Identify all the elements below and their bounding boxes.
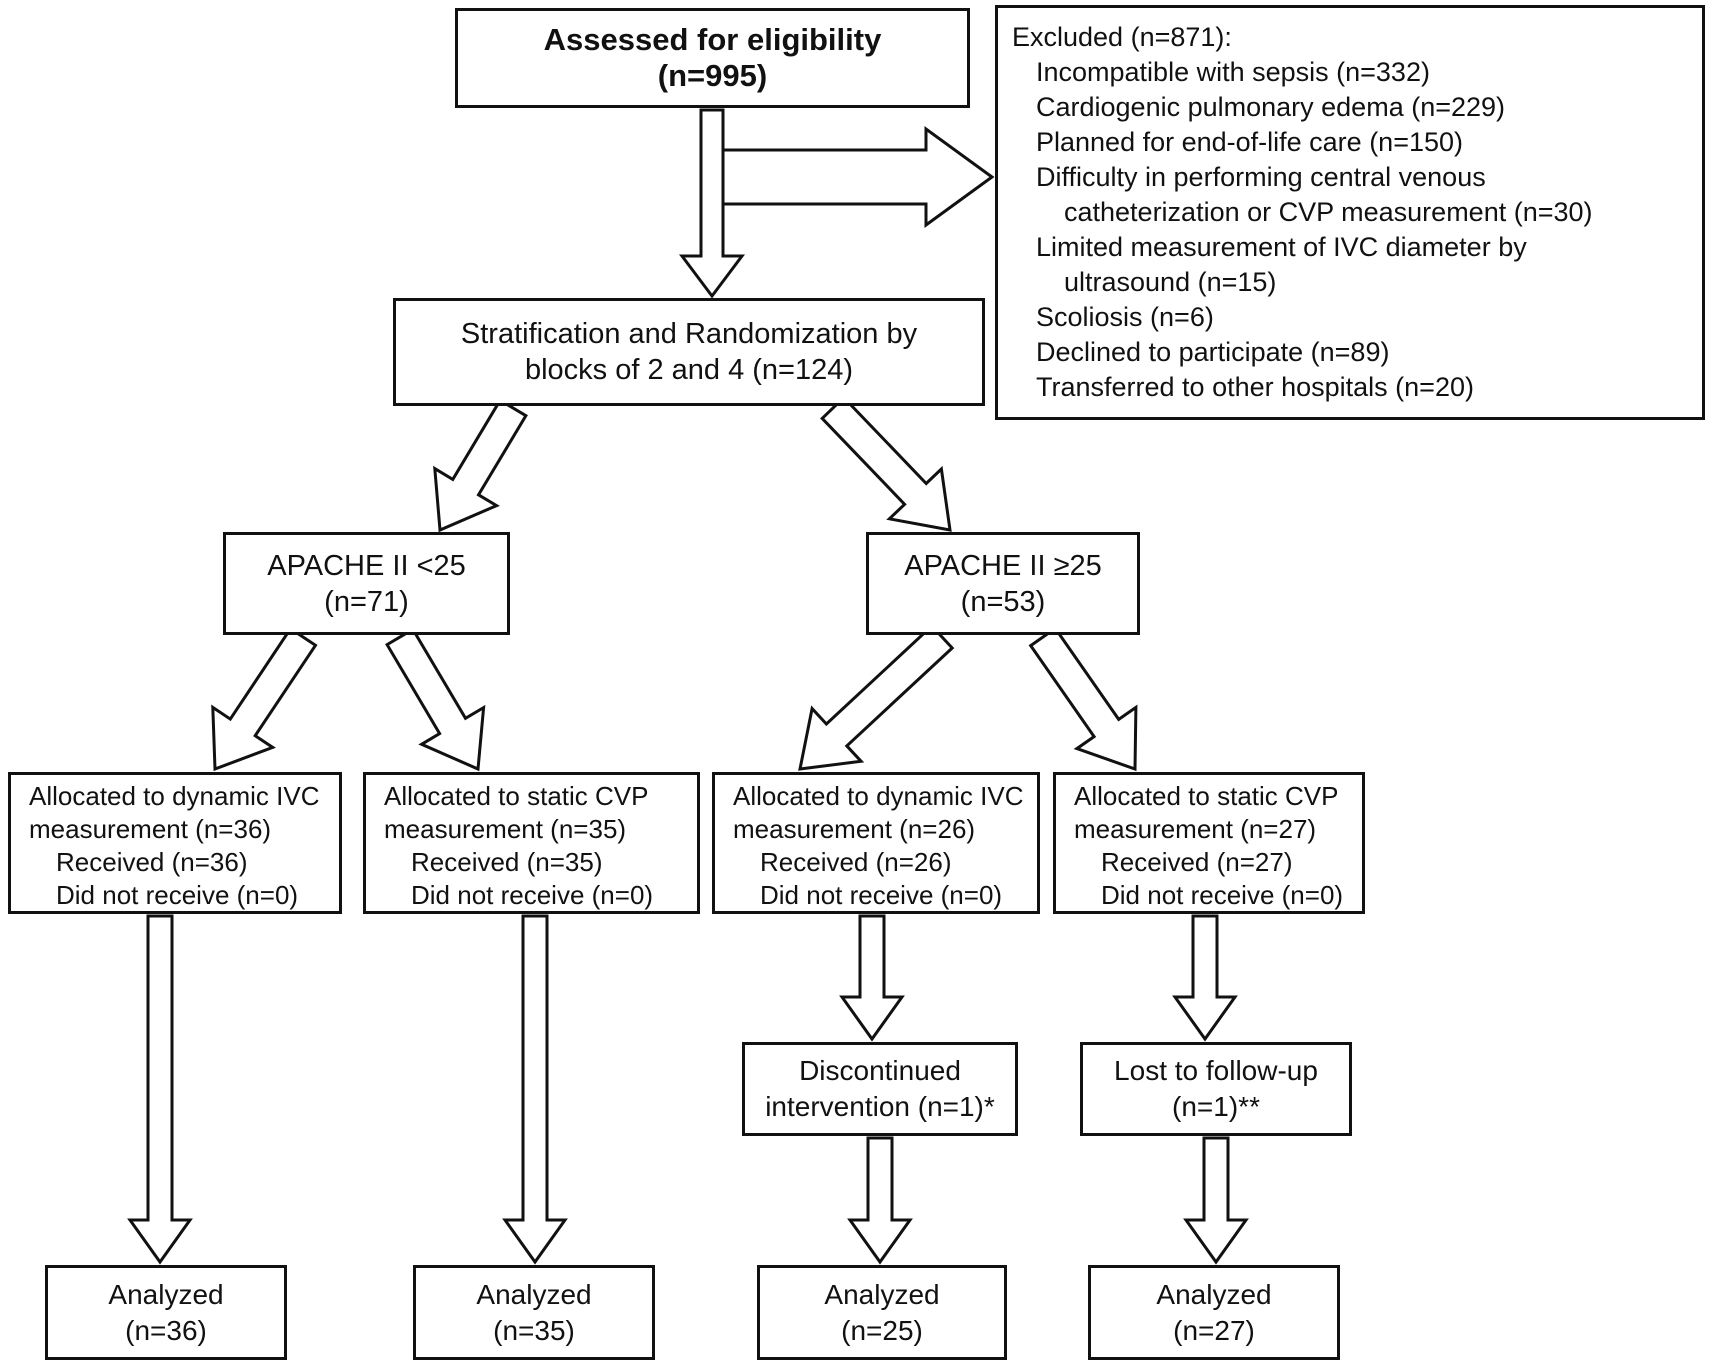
arrow-diag-apache-low-to-static-cvp bbox=[385, 627, 486, 772]
excluded-line: Declined to participate (n=89) bbox=[1036, 337, 1390, 367]
randomization-line2: blocks of 2 and 4 (n=124) bbox=[524, 354, 854, 386]
analyzed-line1: Analyzed bbox=[1156, 1278, 1272, 1310]
excluded-line: Transferred to other hospitals (n=20) bbox=[1036, 372, 1474, 402]
allocation-line: Received (n=35) bbox=[411, 847, 603, 877]
apache-high-box: APACHE II ≥25 (n=53) bbox=[866, 532, 1140, 635]
analyzed-box-dynamic-ivc-low: Analyzed (n=36) bbox=[45, 1265, 287, 1360]
excluded-line: Difficulty in performing central venous bbox=[1036, 162, 1486, 192]
discontinued-intervention-box: Discontinued intervention (n=1)* bbox=[742, 1042, 1018, 1136]
apache-low-line1: APACHE II <25 bbox=[267, 549, 466, 582]
arrow-down-alloc1-to-analyzed bbox=[127, 914, 193, 1265]
excluded-line: Limited measurement of IVC diameter by bbox=[1036, 232, 1527, 262]
excluded-line: Scoliosis (n=6) bbox=[1036, 302, 1214, 332]
allocation-line: Allocated to static CVP bbox=[1074, 781, 1339, 811]
lost-to-follow-up-box: Lost to follow-up (n=1)** bbox=[1080, 1042, 1352, 1136]
arrow-down-lost-to-analyzed bbox=[1183, 1136, 1249, 1265]
apache-low-line2: (n=71) bbox=[324, 585, 409, 618]
excluded-line: ultrasound (n=15) bbox=[1064, 267, 1277, 297]
allocation-line: Allocated to dynamic IVC bbox=[29, 781, 320, 811]
allocation-line: Did not receive (n=0) bbox=[760, 880, 1003, 910]
lost-line2: (n=1)** bbox=[1172, 1091, 1260, 1122]
randomization-line1: Stratification and Randomization by bbox=[460, 318, 918, 350]
assessed-for-eligibility-box: Assessed for eligibility (n=995) bbox=[455, 8, 970, 108]
lost-line1: Lost to follow-up bbox=[1114, 1055, 1318, 1086]
analyzed-line2: (n=27) bbox=[1173, 1314, 1255, 1346]
allocation-box-dynamic-ivc-high: Allocated to dynamic IVC measurement (n=… bbox=[712, 772, 1040, 914]
arrow-down-alloc3-to-discontinued bbox=[839, 914, 905, 1042]
arrow-down-discontinued-to-analyzed bbox=[847, 1136, 913, 1265]
excluded-line: catheterization or CVP measurement (n=30… bbox=[1064, 197, 1593, 227]
arrow-diag-apache-high-to-static-cvp bbox=[1028, 626, 1138, 772]
arrow-diag-apache-high-to-dynamic-ivc bbox=[798, 623, 955, 771]
arrow-right-assessed-to-excluded bbox=[721, 126, 995, 228]
arrow-down-alloc4-to-lost bbox=[1172, 914, 1238, 1042]
arrow-diag-apache-low-to-dynamic-ivc bbox=[211, 626, 318, 772]
analyzed-box-dynamic-ivc-high: Analyzed (n=25) bbox=[757, 1265, 1007, 1360]
analyzed-box-static-cvp-high: Analyzed (n=27) bbox=[1088, 1265, 1340, 1360]
allocation-line: measurement (n=36) bbox=[29, 814, 272, 844]
analyzed-line1: Analyzed bbox=[824, 1278, 940, 1310]
arrow-down-assessed-to-randomization bbox=[679, 108, 745, 299]
analyzed-line1: Analyzed bbox=[476, 1278, 592, 1310]
allocation-line: Did not receive (n=0) bbox=[411, 880, 654, 910]
assessed-line2: (n=995) bbox=[657, 58, 768, 93]
excluded-line: Excluded (n=871): bbox=[1012, 22, 1232, 52]
allocation-line: Received (n=26) bbox=[760, 847, 952, 877]
allocation-line: measurement (n=35) bbox=[384, 814, 627, 844]
analyzed-box-static-cvp-low: Analyzed (n=35) bbox=[413, 1265, 655, 1360]
assessed-line1: Assessed for eligibility bbox=[543, 22, 882, 57]
allocation-box-static-cvp-low: Allocated to static CVP measurement (n=3… bbox=[363, 772, 700, 914]
discontinued-line1: Discontinued bbox=[799, 1055, 961, 1086]
allocation-line: Received (n=36) bbox=[56, 847, 248, 877]
excluded-line: Incompatible with sepsis (n=332) bbox=[1036, 57, 1430, 87]
allocation-line: Allocated to dynamic IVC bbox=[733, 781, 1024, 811]
allocation-line: Allocated to static CVP bbox=[384, 781, 649, 811]
apache-low-box: APACHE II <25 (n=71) bbox=[223, 532, 510, 635]
allocation-line: Did not receive (n=0) bbox=[1101, 880, 1344, 910]
apache-high-line2: (n=53) bbox=[960, 585, 1046, 618]
arrow-down-alloc2-to-analyzed bbox=[502, 914, 568, 1265]
excluded-line: Planned for end-of-life care (n=150) bbox=[1036, 127, 1464, 157]
allocation-line: Received (n=27) bbox=[1101, 847, 1293, 877]
arrow-diag-randomization-to-apache-low bbox=[433, 398, 528, 533]
excluded-box: Excluded (n=871): Incompatible with seps… bbox=[995, 5, 1705, 420]
allocation-box-dynamic-ivc-low: Allocated to dynamic IVC measurement (n=… bbox=[8, 772, 342, 914]
allocation-line: Did not receive (n=0) bbox=[56, 880, 299, 910]
analyzed-line2: (n=36) bbox=[125, 1314, 207, 1346]
apache-high-line1: APACHE II ≥25 bbox=[904, 549, 1102, 582]
discontinued-line2: intervention (n=1)* bbox=[765, 1091, 995, 1122]
allocation-box-static-cvp-high: Allocated to static CVP measurement (n=2… bbox=[1053, 772, 1365, 914]
arrow-diag-randomization-to-apache-high bbox=[820, 395, 952, 532]
analyzed-line2: (n=35) bbox=[493, 1314, 575, 1346]
analyzed-line2: (n=25) bbox=[841, 1314, 923, 1346]
allocation-line: measurement (n=27) bbox=[1074, 814, 1317, 844]
randomization-box: Stratification and Randomization by bloc… bbox=[393, 298, 985, 406]
excluded-line: Cardiogenic pulmonary edema (n=229) bbox=[1036, 92, 1506, 122]
allocation-line: measurement (n=26) bbox=[733, 814, 976, 844]
analyzed-line1: Analyzed bbox=[108, 1278, 224, 1310]
